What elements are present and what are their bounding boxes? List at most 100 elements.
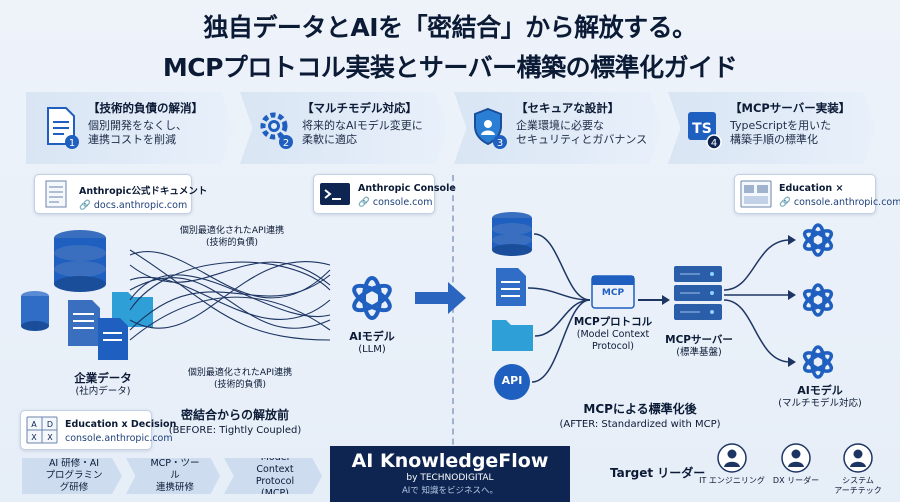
benefit-desc-line: 連携コストを削減 <box>88 133 176 147</box>
target-role-dx: DX リーダー <box>761 474 831 486</box>
education-decision-card[interactable]: A D X X Education x Decision console.ant… <box>20 410 177 450</box>
mcp-protocol-label: MCPプロトコル (Model Context Protocol) <box>566 316 660 353</box>
benefit-number: 2 <box>283 138 289 149</box>
benefit-desc-line: 構築手順の標準化 <box>730 133 818 147</box>
grid-thumbnail-icon: A D X X <box>26 416 58 444</box>
benefit-2: 2 【マルチモデル対応】 将来的なAIモデル変更に 柔軟に適応 <box>240 92 448 164</box>
card-url: 🔗 console.anthropic.com <box>779 197 900 208</box>
ai-model-icon <box>802 223 834 257</box>
dashboard-thumbnail-icon <box>740 180 772 208</box>
api-label-line: (技術的負債) <box>213 379 267 390</box>
ts-icon-text: TS <box>692 121 712 137</box>
benefit-1: 1 【技術的負債の解消】 個別開発をなくし、 連携コストを削減 <box>26 92 234 164</box>
card-title: Education × <box>779 183 844 194</box>
benefit-desc-line: TypeScriptを用いた <box>730 119 832 132</box>
benefit-title: 【技術的負債の解消】 <box>88 101 203 115</box>
card-title: Anthropic Console <box>358 183 456 194</box>
target-role-architect: システム アーチテック <box>823 474 893 495</box>
role-label-line: アーチテック <box>834 485 882 495</box>
benefit-title: 【マルチモデル対応】 <box>302 101 417 115</box>
pill-mcp-training[interactable]: MCP・ツール連携研修 <box>126 458 220 494</box>
person-icon <box>843 443 873 473</box>
arrow-head-icon <box>788 290 796 300</box>
main-title-line2: MCPプロトコル実装とサーバー構築の標準化ガイド <box>162 53 738 82</box>
anthropic-console-card[interactable]: Anthropic Console 🔗 console.com <box>313 174 456 214</box>
api-label-bottom: 個別最適化されたAPI連携 (技術的負債) <box>180 368 300 391</box>
protocol-label-line: (Model Context <box>576 329 650 341</box>
document-thumbnail-icon <box>45 180 67 208</box>
before-caption: 密結合からの解放前 (BEFORE: Tightly Coupled) <box>160 408 310 437</box>
after-caption: MCPによる標準化後 (AFTER: Standardized with MCP… <box>540 402 740 431</box>
card-url-text: console.anthropic.com <box>793 197 900 208</box>
benefit-desc-line: 企業環境に必要な <box>516 119 604 132</box>
arrow-head-icon <box>788 357 796 367</box>
brand-name: AI KnowledgeFlow <box>351 450 549 472</box>
benefit-desc: 個別開発をなくし、 連携コストを削減 <box>88 119 224 148</box>
file-icon <box>98 318 128 360</box>
svg-text:X: X <box>31 433 37 442</box>
ai-model-icon <box>352 276 392 320</box>
ai-label-line: AIモデル <box>349 330 395 343</box>
card-url: console.anthropic.com <box>65 433 173 444</box>
benefit-3: 3 【セキュアな設計】 企業環境に必要な セキュリティとガバナンス <box>454 92 662 164</box>
file-icon <box>496 268 526 306</box>
target-title: Target リーダー <box>610 466 706 480</box>
ai-model-icon <box>802 283 834 317</box>
caption-line: (BEFORE: Tightly Coupled) <box>168 424 302 436</box>
card-url: 🔗 console.com <box>358 197 433 208</box>
ai-label-line: (マルチモデル対応) <box>778 397 862 409</box>
tangled-api-connections <box>129 249 331 341</box>
benefit-desc-line: 個別開発をなくし、 <box>88 119 187 132</box>
document-icon: 1 <box>47 107 79 149</box>
caption-line: (AFTER: Standardized with MCP) <box>559 418 721 430</box>
small-database-icon <box>21 291 49 331</box>
target-role-it: IT エンジニリング <box>697 474 767 486</box>
card-url: 🔗 docs.anthropic.com <box>79 200 188 211</box>
benefit-title: 【セキュアな設計】 <box>516 101 620 115</box>
api-label-line: 個別最適化されたAPI連携 <box>179 226 285 236</box>
benefit-desc-line: 将来的なAIモデル変更に <box>302 119 423 132</box>
api-icon <box>494 364 530 400</box>
protocol-label-line: Protocol) <box>592 341 634 352</box>
protocol-label-line: MCPプロトコル <box>573 316 653 328</box>
server-label-line: MCPサーバー <box>665 334 733 346</box>
ai-model-label-before: AIモデル (LLM) <box>342 330 402 356</box>
role-label-line: システム <box>842 476 874 485</box>
api-label-line: (技術的負債) <box>205 237 259 248</box>
ai-model-icon <box>802 345 834 379</box>
benefits-row: 1 【技術的負債の解消】 個別開発をなくし、 連携コストを削減 2 【マルチモデ… <box>26 92 876 164</box>
person-icon <box>781 443 811 473</box>
benefit-4: TS 4 【MCPサーバー実装】 TypeScriptを用いた 構築手順の標準化 <box>668 92 876 164</box>
arrow-icon <box>638 295 670 305</box>
education-console-card[interactable]: Education × 🔗 console.anthropic.com <box>734 174 900 214</box>
benefit-desc-line: セキュリティとガバナンス <box>516 133 648 147</box>
anthropic-docs-card[interactable]: Anthropic公式ドキュメント 🔗 docs.anthropic.com <box>34 174 208 214</box>
file-icon <box>68 300 100 346</box>
card-title: Education x Decision <box>65 419 177 430</box>
card-url-text: console.anthropic.com <box>65 433 173 444</box>
ai-label-line: (LLM) <box>358 343 386 355</box>
card-title: Anthropic公式ドキュメント <box>79 186 208 197</box>
ai-model-label-after: AIモデル (マルチモデル対応) <box>768 384 872 410</box>
benefit-number: 4 <box>711 138 717 149</box>
database-icon <box>492 212 532 256</box>
folder-icon <box>492 320 533 351</box>
benefit-desc-line: 柔軟に適応 <box>302 133 357 147</box>
pill-line: Model Context <box>256 452 294 476</box>
pill-line: プログラミング研修 <box>45 470 103 493</box>
typescript-icon: TS 4 <box>688 112 722 150</box>
brand-banner: AI KnowledgeFlow by TECHNODIGITAL AIで 知識… <box>330 446 570 502</box>
benefit-desc: 将来的なAIモデル変更に 柔軟に適応 <box>302 119 438 148</box>
pill-line: Protocol (MCP) <box>255 476 295 499</box>
pill-line: 連携研修 <box>155 481 194 493</box>
brand-by: by TECHNODIGITAL <box>406 473 494 483</box>
pill-line: AI 研修・AI <box>48 458 100 470</box>
server-icon <box>674 266 722 320</box>
card-url-text: console.com <box>372 197 433 208</box>
shield-icon: 3 <box>474 107 507 149</box>
gear-icon: 2 <box>260 112 293 149</box>
